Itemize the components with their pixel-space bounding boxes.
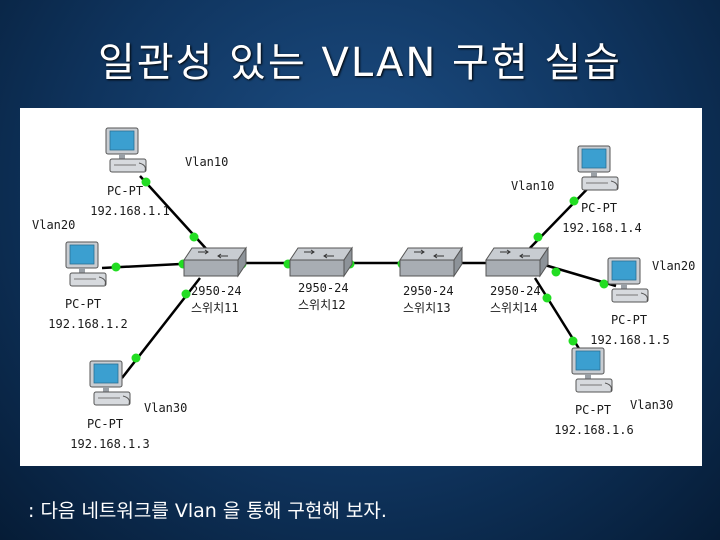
switch-icon-12 [289, 247, 353, 277]
slide-caption: : 다음 네트워크를 Vlan 을 통해 구현해 보자. [28, 500, 387, 522]
pc6-ip: 192.168.1.6 [554, 423, 634, 437]
pc2-vlan: Vlan20 [32, 218, 76, 232]
port-light [111, 262, 121, 272]
pc1-ip: 192.168.1.1 [90, 204, 170, 218]
port-light [542, 293, 552, 303]
pc2-ip: 192.168.1.2 [48, 317, 128, 331]
pc5-ip: 192.168.1.5 [590, 333, 670, 347]
port-light [551, 267, 561, 277]
switch12-model: 2950-24 [298, 281, 349, 295]
pc-icon-4 [577, 145, 619, 191]
port-light [569, 196, 579, 206]
pc3-type: PC-PT [86, 417, 124, 431]
pc1-type: PC-PT [106, 184, 144, 198]
pc3-ip: 192.168.1.3 [70, 437, 150, 451]
switch14-label: 2950-24 스위치14 [490, 285, 541, 315]
switch13-model: 2950-24 [403, 284, 454, 298]
port-light [533, 232, 543, 242]
pc-icon-3 [89, 360, 131, 406]
pc-icon-6 [571, 347, 613, 393]
port-light [181, 289, 191, 299]
pc5-type: PC-PT [610, 313, 648, 327]
pc-icon-1 [105, 127, 147, 173]
switch12-name: 스위치12 [298, 298, 346, 312]
pc4-ip: 192.168.1.4 [562, 221, 642, 235]
pc1-vlan: Vlan10 [185, 155, 229, 169]
pc1-label: PC-PT [92, 185, 158, 198]
switch13-label: 2950-24 스위치13 [403, 285, 454, 315]
pc-icon-5 [607, 257, 649, 303]
switch-icon-13 [399, 247, 463, 277]
switch14-name: 스위치14 [490, 301, 538, 315]
network-diagram: PC-PT 192.168.1.1 Vlan10 Vlan20 PC-PT 19… [20, 108, 702, 466]
pc4-type: PC-PT [580, 201, 618, 215]
pc-icon-2 [65, 241, 107, 287]
link-pc1-sw11 [139, 175, 211, 254]
pc2-type: PC-PT [64, 297, 102, 311]
port-light [131, 353, 141, 363]
switch12-label: 2950-24 스위치12 [298, 282, 349, 312]
pc5-vlan: Vlan20 [652, 259, 696, 273]
slide-title: 일관성 있는 VLAN 구현 실습 [98, 40, 622, 86]
port-light [189, 232, 199, 242]
switch11-model: 2950-24 [191, 284, 242, 298]
port-light [599, 279, 609, 289]
port-light [568, 336, 578, 346]
port-light [141, 177, 151, 187]
switch11-label: 2950-24 스위치11 [191, 285, 242, 315]
switch14-model: 2950-24 [490, 284, 541, 298]
switch-icon-14 [485, 247, 549, 277]
switch11-name: 스위치11 [191, 301, 239, 315]
pc6-type: PC-PT [574, 403, 612, 417]
topology-svg [65, 127, 649, 406]
pc4-vlan: Vlan10 [511, 179, 555, 193]
switch13-name: 스위치13 [403, 301, 451, 315]
switch-icon-11 [183, 247, 247, 277]
pc3-vlan: Vlan30 [144, 401, 188, 415]
pc6-vlan: Vlan30 [630, 398, 674, 412]
